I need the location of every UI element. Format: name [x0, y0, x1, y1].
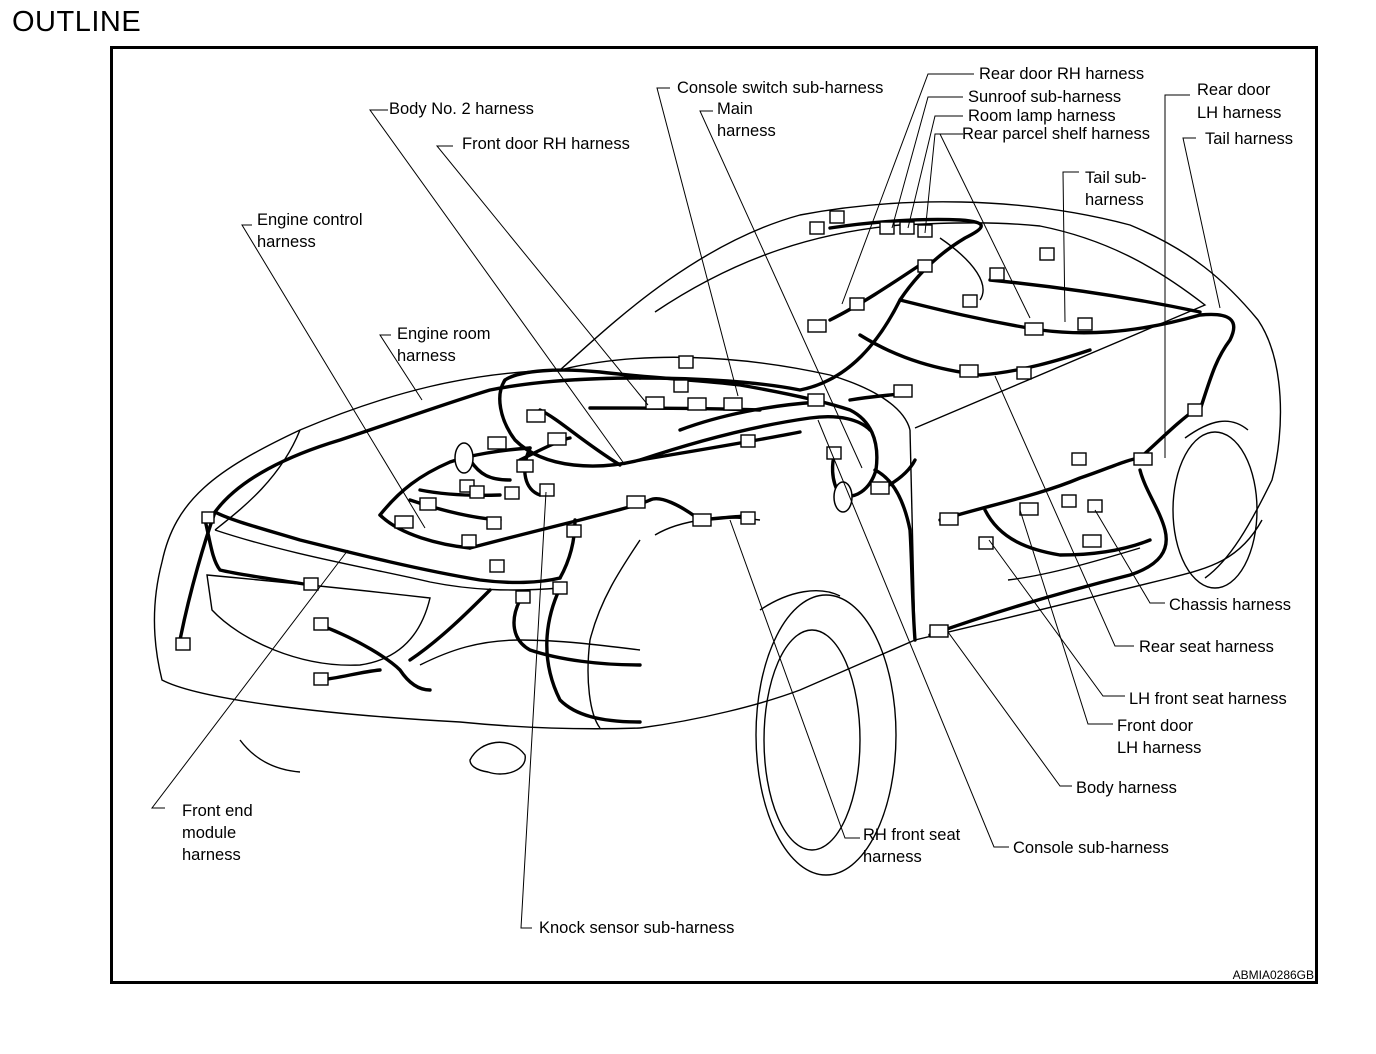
- label-room-lamp-harness: Room lamp harness: [968, 107, 1116, 125]
- label-lh-front-seat-harness: LH front seat harness: [1129, 690, 1287, 708]
- label-tail-sub-harness-line2: harness: [1085, 191, 1144, 209]
- label-body-harness: Body harness: [1076, 779, 1177, 797]
- label-rear-seat-harness: Rear seat harness: [1139, 638, 1274, 656]
- label-rear-door-rh-harness: Rear door RH harness: [979, 65, 1145, 83]
- label-main-harness-line1: Main: [717, 100, 753, 118]
- label-console-switch-sub-harness: Console switch sub-harness: [677, 79, 884, 97]
- label-rear-parcel-shelf-harness: Rear parcel shelf harness: [962, 125, 1151, 143]
- label-front-end-module-harness-line2: module: [182, 824, 237, 842]
- label-body-no2-harness: Body No. 2 harness: [389, 100, 534, 118]
- label-rh-front-seat-harness-line2: harness: [863, 848, 922, 866]
- label-sunroof-sub-harness: Sunroof sub-harness: [968, 88, 1122, 106]
- harness-wires: [178, 217, 1236, 724]
- label-front-end-module-harness-line1: Front end: [182, 802, 253, 820]
- label-rear-door-lh-harness-line2: LH harness: [1197, 104, 1282, 122]
- label-chassis-harness: Chassis harness: [1169, 596, 1291, 614]
- label-front-door-lh-harness-line1: Front door: [1117, 717, 1194, 735]
- label-front-end-module-harness-line3: harness: [182, 846, 241, 864]
- label-engine-room-harness-line1: Engine room: [397, 325, 491, 343]
- label-engine-control-harness-line2: harness: [257, 233, 316, 251]
- label-main-harness-line2: harness: [717, 122, 776, 140]
- leader-lines: [150, 73, 1221, 929]
- figure-code: ABMIA0286GB: [1232, 968, 1314, 982]
- label-knock-sensor-sub-harness: Knock sensor sub-harness: [539, 919, 735, 937]
- label-console-sub-harness: Console sub-harness: [1013, 839, 1169, 857]
- grommets: [454, 442, 853, 513]
- label-tail-harness: Tail harness: [1205, 130, 1294, 148]
- label-front-door-rh-harness: Front door RH harness: [462, 135, 630, 153]
- label-rear-door-lh-harness-line1: Rear door: [1197, 81, 1271, 99]
- label-front-door-lh-harness-line2: LH harness: [1117, 739, 1202, 757]
- label-engine-room-harness-line2: harness: [397, 347, 456, 365]
- label-engine-control-harness-line1: Engine control: [257, 211, 363, 229]
- diagram-frame: [110, 46, 1318, 984]
- page-title: OUTLINE: [12, 6, 142, 38]
- label-rh-front-seat-harness-line1: RH front seat: [863, 826, 961, 844]
- connectors: [175, 210, 1203, 686]
- car-body-outline: [153, 201, 1282, 876]
- label-tail-sub-harness-line1: Tail sub-: [1085, 169, 1147, 187]
